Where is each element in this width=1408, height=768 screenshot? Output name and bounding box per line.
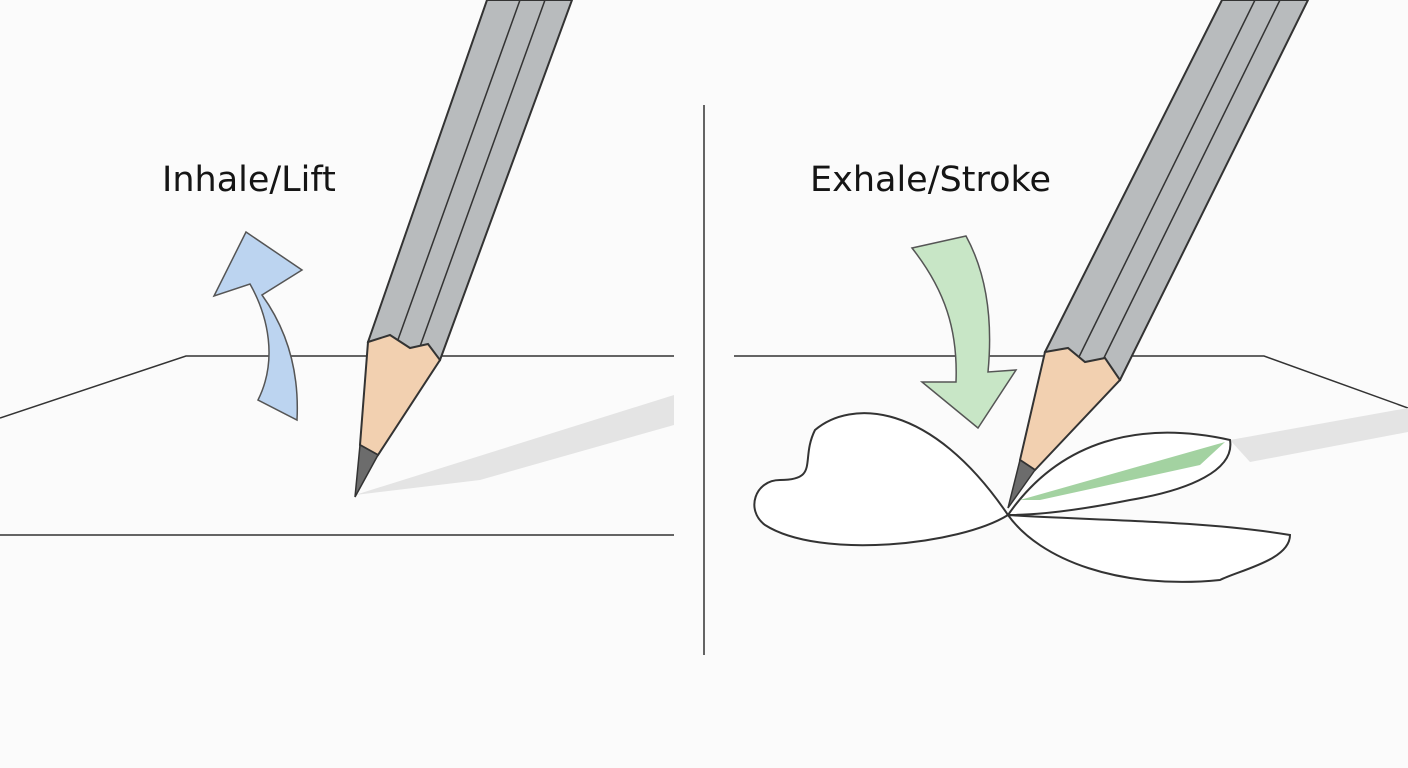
paper-edge xyxy=(0,355,674,419)
pencil-icon xyxy=(1007,0,1310,509)
exhale-stroke-label: Exhale/Stroke xyxy=(810,160,1052,200)
inhale-lift-label: Inhale/Lift xyxy=(162,160,336,200)
pencil-shadow xyxy=(355,395,674,495)
flower-shape xyxy=(753,412,1292,583)
pencil-icon xyxy=(354,0,574,498)
lift-arrow-icon xyxy=(212,230,304,422)
stroke-arrow-icon xyxy=(910,235,1018,430)
right-panel xyxy=(734,0,1408,583)
stroke-highlight xyxy=(1020,442,1225,500)
left-panel xyxy=(0,0,674,536)
